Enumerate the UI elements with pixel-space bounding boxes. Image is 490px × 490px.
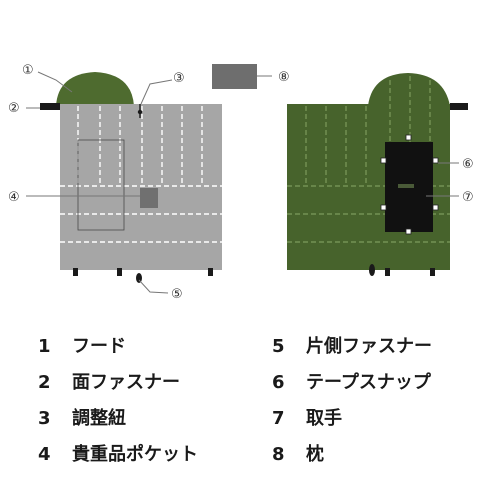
back-bottom-tab-left bbox=[385, 268, 390, 276]
legend-item-3: 3 調整紐 bbox=[38, 404, 126, 434]
legend-number: 8 bbox=[272, 444, 285, 465]
callout-3: ③ bbox=[173, 71, 185, 86]
front-body bbox=[60, 104, 222, 270]
tape-snaps bbox=[380, 134, 439, 235]
callout-8: ⑧ bbox=[278, 70, 290, 85]
legend-item-1: 1 フード bbox=[38, 332, 126, 362]
zipper-pull bbox=[136, 273, 142, 283]
back-view bbox=[287, 73, 468, 276]
back-zipper-pull bbox=[369, 264, 375, 276]
legend-number: 5 bbox=[272, 336, 285, 357]
hook-loop-tab bbox=[40, 103, 60, 110]
legend-label: フード bbox=[72, 336, 126, 357]
legend-item-7: 7 取手 bbox=[272, 404, 342, 434]
legend-item-6: 6 テープスナップ bbox=[272, 368, 431, 398]
callout-6: ⑥ bbox=[462, 157, 474, 172]
valuables-pocket bbox=[140, 188, 158, 208]
legend-label: 調整紐 bbox=[72, 408, 126, 429]
adjustment-cord bbox=[137, 104, 143, 118]
back-tab-right bbox=[450, 103, 468, 110]
legend-label: 貴重品ポケット bbox=[72, 444, 198, 465]
legend-label: 片側ファスナー bbox=[306, 336, 432, 357]
legend-number: 7 bbox=[272, 408, 285, 429]
legend-number: 1 bbox=[38, 336, 51, 357]
handle bbox=[398, 184, 414, 188]
front-hood bbox=[56, 72, 134, 106]
bottom-tab-left bbox=[73, 268, 78, 276]
legend-label: テープスナップ bbox=[306, 372, 431, 393]
callout-lines bbox=[26, 71, 459, 294]
bottom-tab-mid bbox=[117, 268, 122, 276]
legend-label: 枕 bbox=[306, 444, 324, 465]
front-inner-outline bbox=[77, 139, 125, 231]
pillow bbox=[212, 64, 257, 89]
callout-5: ⑤ bbox=[171, 287, 183, 302]
legend-label: 取手 bbox=[306, 408, 342, 429]
legend-number: 6 bbox=[272, 372, 285, 393]
bottom-tab-right bbox=[208, 268, 213, 276]
callout-2: ② bbox=[8, 101, 20, 116]
legend-number: 4 bbox=[38, 444, 51, 465]
legend-item-2: 2 面ファスナー bbox=[38, 368, 180, 398]
legend: 1 フード 2 面ファスナー 3 調整紐 4 貴重品ポケット 5 片側ファスナー 6 テープ… bbox=[0, 330, 490, 490]
callout-4: ④ bbox=[8, 190, 20, 205]
callout-7: ⑦ bbox=[462, 190, 474, 205]
sleeping-bag-diagram: ① ② ③ ④ ⑤ ⑥ ⑦ ⑧ bbox=[8, 63, 474, 302]
back-hood bbox=[368, 73, 450, 106]
legend-item-4: 4 貴重品ポケット bbox=[38, 440, 198, 470]
legend-item-5: 5 片側ファスナー bbox=[272, 332, 432, 362]
legend-label: 面ファスナー bbox=[72, 372, 180, 393]
back-bottom-tab-right bbox=[430, 268, 435, 276]
front-view bbox=[40, 72, 222, 283]
callout-1: ① bbox=[22, 63, 34, 78]
legend-number: 3 bbox=[38, 408, 51, 429]
legend-number: 2 bbox=[38, 372, 51, 393]
